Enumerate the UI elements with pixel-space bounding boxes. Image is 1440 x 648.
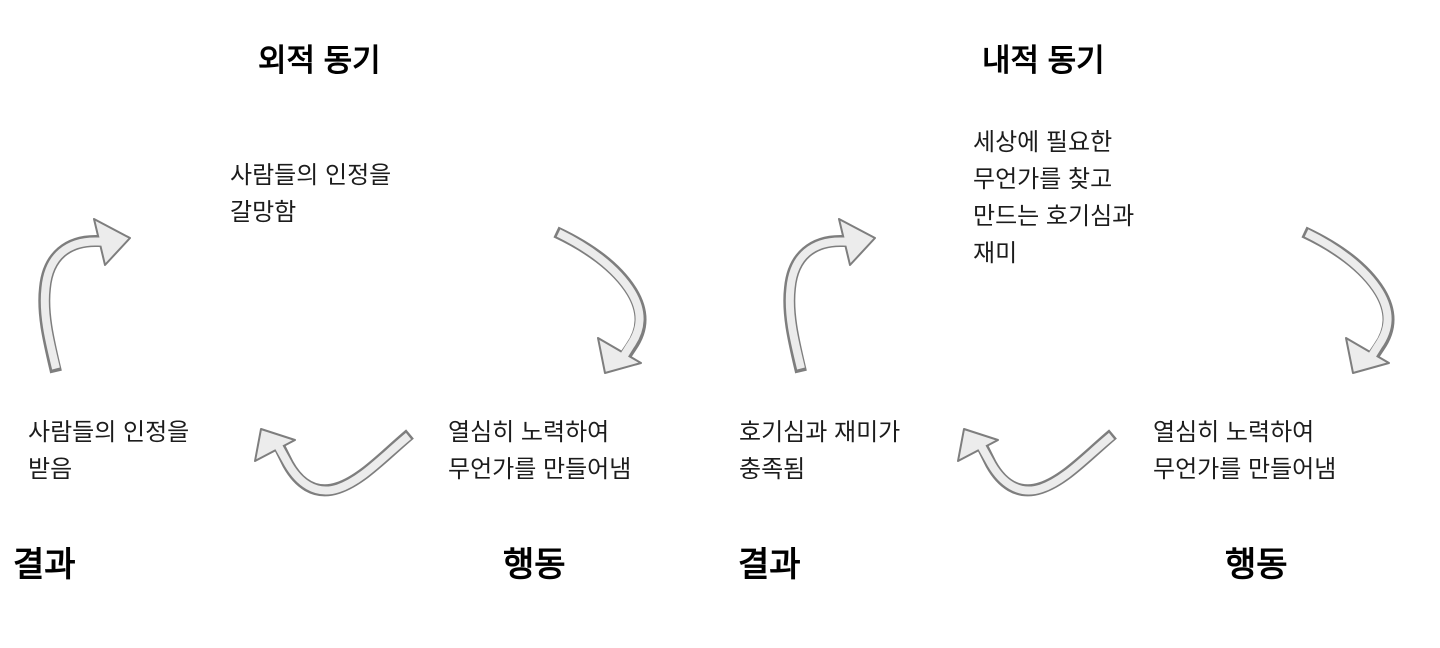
cycle-title: 외적 동기 [258,43,381,78]
trigger-text: 세상에 필요한 무언가를 찾고 만드는 호기심과 재미 [973,129,1135,267]
action-label: 행동 [1225,546,1288,584]
curved-arrow-up-right-icon [775,216,880,378]
trigger-text: 사람들의 인정을 갈망함 [230,162,392,226]
result-label: 결과 [738,546,801,584]
curved-arrow-down-left-icon [548,224,648,379]
curved-arrow-return-left-icon [252,420,420,508]
action-text: 열심히 노력하여 무언가를 만들어냄 [448,419,632,483]
cycle-title: 내적 동기 [982,43,1105,78]
curved-arrow-down-left-icon [1296,224,1396,379]
result-label: 결과 [13,546,76,584]
action-text: 열심히 노력하여 무언가를 만들어냄 [1153,419,1337,483]
curved-arrow-up-right-icon [30,216,135,378]
result-text: 사람들의 인정을 받음 [28,419,190,483]
action-label: 행동 [503,546,566,584]
curved-arrow-return-left-icon [955,420,1123,508]
result-text: 호기심과 재미가 충족됨 [739,419,901,483]
